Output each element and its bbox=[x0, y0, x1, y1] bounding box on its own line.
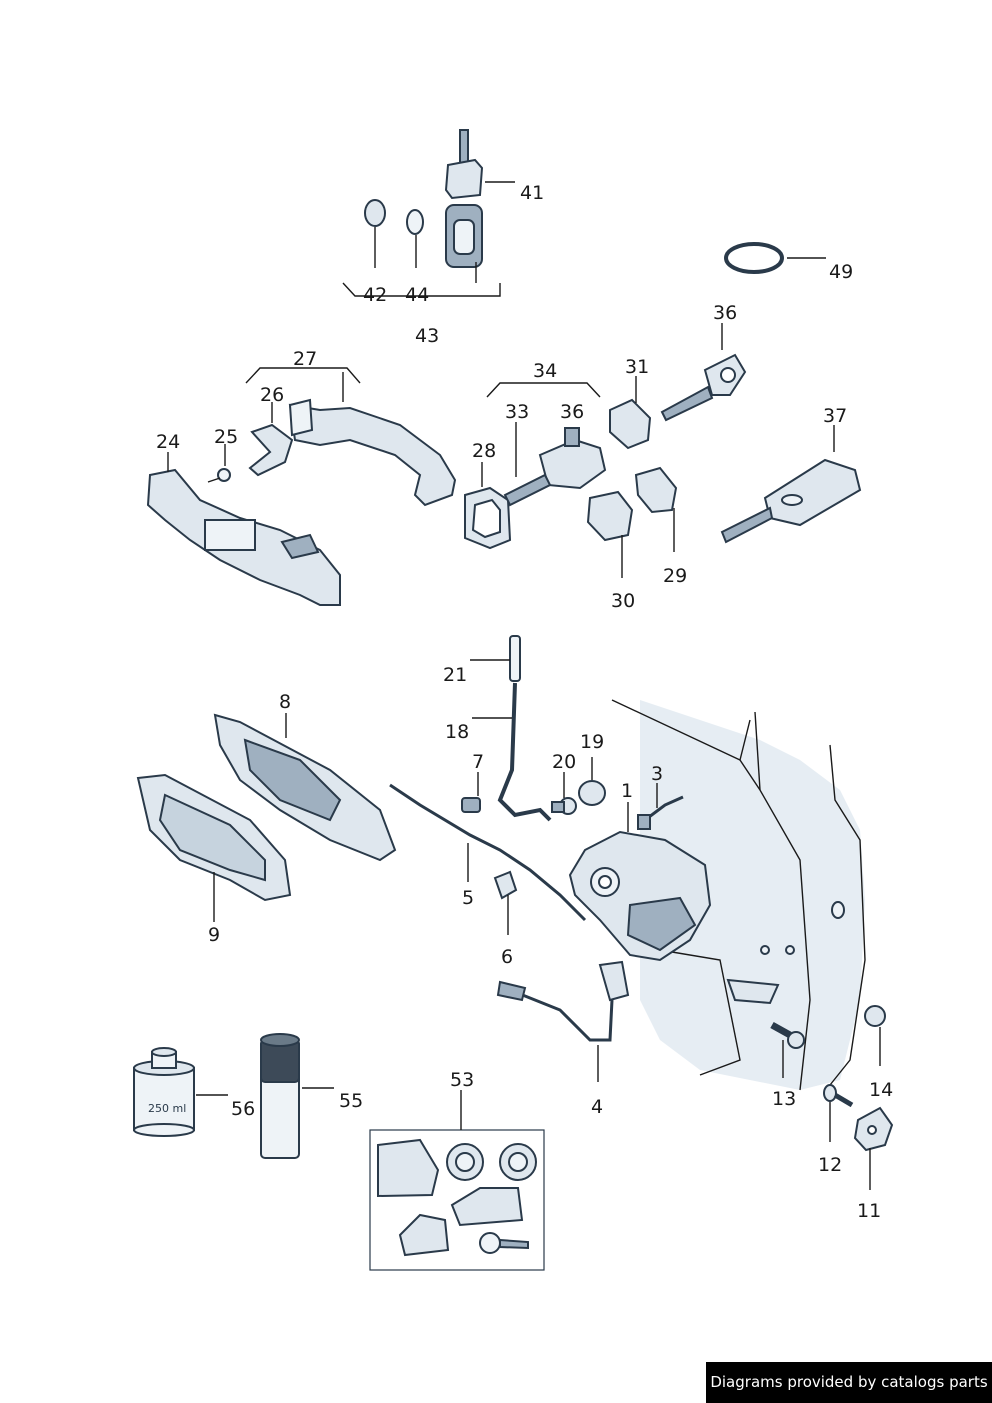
spray-can-55 bbox=[260, 1033, 300, 1159]
grommet-6 bbox=[493, 870, 518, 900]
callout-36-key: 36 bbox=[713, 302, 738, 324]
callout-36-cylinder: 36 bbox=[560, 401, 585, 423]
callout-21: 21 bbox=[443, 664, 468, 686]
lock-set-53 bbox=[369, 1129, 545, 1271]
handle-carrier-24 bbox=[146, 468, 341, 606]
callout-14: 14 bbox=[869, 1079, 894, 1101]
screw-25 bbox=[207, 468, 231, 483]
lock-rod-18 bbox=[497, 635, 552, 822]
exterior-handle-27 bbox=[288, 398, 457, 507]
callout-3: 3 bbox=[651, 763, 664, 785]
callout-7: 7 bbox=[472, 751, 485, 773]
key-blade-41 bbox=[444, 129, 484, 200]
battery-42 bbox=[364, 199, 386, 227]
interior-bezel-9 bbox=[136, 773, 292, 902]
callout-24: 24 bbox=[156, 431, 181, 453]
seal-ring-44 bbox=[406, 209, 424, 235]
lock-cylinder-33 bbox=[503, 427, 607, 507]
callout-26: 26 bbox=[260, 384, 285, 406]
cover-30 bbox=[586, 490, 634, 542]
door-panel bbox=[611, 699, 866, 1091]
plug-20 bbox=[551, 797, 577, 815]
callout-34: 34 bbox=[533, 360, 558, 382]
callout-31: 31 bbox=[625, 356, 650, 378]
cable-5 bbox=[389, 783, 587, 922]
callout-4: 4 bbox=[591, 1096, 604, 1118]
housing-31 bbox=[609, 398, 652, 450]
bolt-13 bbox=[770, 1021, 805, 1049]
credit-banner: Diagrams provided by catalogs parts bbox=[706, 1362, 992, 1403]
striker-11 bbox=[853, 1106, 894, 1152]
callout-20: 20 bbox=[552, 751, 577, 773]
callout-8: 8 bbox=[279, 691, 292, 713]
remote-housing bbox=[445, 204, 483, 268]
callout-43: 43 bbox=[415, 325, 440, 347]
callout-30: 30 bbox=[611, 590, 636, 612]
clip-7 bbox=[461, 797, 481, 813]
callout-28: 28 bbox=[472, 440, 497, 462]
seal-28 bbox=[464, 486, 512, 550]
callout-19: 19 bbox=[580, 731, 605, 753]
callout-1: 1 bbox=[621, 780, 634, 802]
callout-29: 29 bbox=[663, 565, 688, 587]
nut-14 bbox=[864, 1005, 886, 1027]
callout-49: 49 bbox=[829, 261, 854, 283]
callout-53: 53 bbox=[450, 1069, 475, 1091]
callout-25: 25 bbox=[214, 426, 239, 448]
key-36 bbox=[660, 353, 747, 422]
callout-27: 27 bbox=[293, 348, 318, 370]
callout-55: 55 bbox=[339, 1090, 364, 1112]
interior-handle-8 bbox=[213, 713, 397, 862]
callout-5: 5 bbox=[462, 887, 475, 909]
o-ring-49 bbox=[724, 242, 784, 274]
grease-can-56: 250 ml bbox=[133, 1047, 195, 1137]
bezel-29 bbox=[634, 466, 678, 514]
sensor-3 bbox=[637, 795, 684, 830]
callout-9: 9 bbox=[208, 924, 221, 946]
callout-18: 18 bbox=[445, 721, 470, 743]
callout-12: 12 bbox=[818, 1154, 843, 1176]
screw-12 bbox=[823, 1084, 854, 1108]
callout-37: 37 bbox=[823, 405, 848, 427]
door-lock-1 bbox=[568, 830, 712, 962]
callout-44: 44 bbox=[405, 284, 430, 306]
callout-42: 42 bbox=[363, 284, 388, 306]
callout-33: 33 bbox=[505, 401, 530, 423]
grommet-19 bbox=[578, 780, 606, 806]
callout-13: 13 bbox=[772, 1088, 797, 1110]
remote-key-37 bbox=[720, 458, 862, 544]
can-volume-label: 250 ml bbox=[148, 1102, 186, 1115]
gasket-26 bbox=[248, 423, 294, 477]
wiring-4 bbox=[496, 960, 630, 1042]
callout-41: 41 bbox=[520, 182, 545, 204]
callout-6: 6 bbox=[501, 946, 514, 968]
callout-56: 56 bbox=[231, 1098, 256, 1120]
callout-11: 11 bbox=[857, 1200, 882, 1222]
